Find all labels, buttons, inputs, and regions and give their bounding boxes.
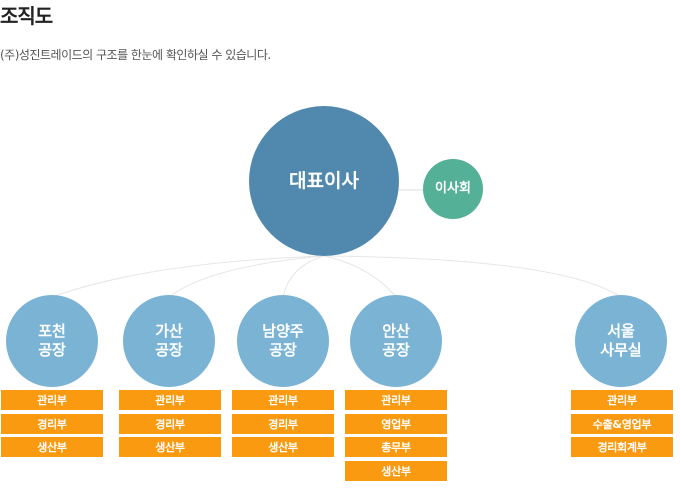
dept-list-ansan: 관리부 영업부 총무부 생산부 — [345, 390, 447, 484]
page-title: 조직도 — [0, 4, 53, 28]
dept-list-namyangju: 관리부 경리부 생산부 — [232, 390, 334, 461]
dept-box: 영업부 — [345, 413, 447, 434]
branch-node-pocheon: 포천 공장 — [6, 295, 98, 387]
dept-box: 경리회계부 — [571, 437, 673, 457]
dept-box: 관리부 — [345, 390, 447, 410]
dept-list-seoul: 관리부 수출&영업부 경리회계부 — [571, 390, 673, 461]
dept-box: 수출&영업부 — [571, 413, 673, 434]
connector-ceo-namyangju — [282, 255, 325, 298]
dept-box: 생산부 — [119, 437, 221, 457]
dept-box: 관리부 — [571, 390, 673, 410]
dept-box: 관리부 — [119, 390, 221, 410]
connector-ceo-seoul — [323, 255, 622, 298]
dept-box: 총무부 — [345, 437, 447, 457]
board-node: 이사회 — [423, 159, 483, 219]
page-description: (주)성진트레이드의 구조를 한눈에 확인하실 수 있습니다. — [0, 48, 271, 62]
connector-ceo-gasan — [168, 255, 325, 298]
dept-box: 경리부 — [1, 413, 103, 434]
branch-node-namyangju: 남양주 공장 — [237, 295, 329, 387]
branch-node-seoul: 서울 사무실 — [575, 295, 667, 387]
dept-box: 경리부 — [232, 413, 334, 434]
branch-node-gasan: 가산 공장 — [123, 295, 215, 387]
dept-box: 생산부 — [232, 437, 334, 457]
dept-box: 관리부 — [1, 390, 103, 410]
branch-node-ansan: 안산 공장 — [350, 295, 442, 387]
dept-box: 경리부 — [119, 413, 221, 434]
dept-list-gasan: 관리부 경리부 생산부 — [119, 390, 221, 461]
dept-list-pocheon: 관리부 경리부 생산부 — [1, 390, 103, 461]
dept-box: 관리부 — [232, 390, 334, 410]
dept-box: 생산부 — [345, 460, 447, 481]
dept-box: 생산부 — [1, 437, 103, 457]
connector-ceo-pocheon — [51, 255, 325, 298]
connector-ceo-ansan — [323, 255, 397, 298]
ceo-node: 대표이사 — [249, 106, 399, 256]
